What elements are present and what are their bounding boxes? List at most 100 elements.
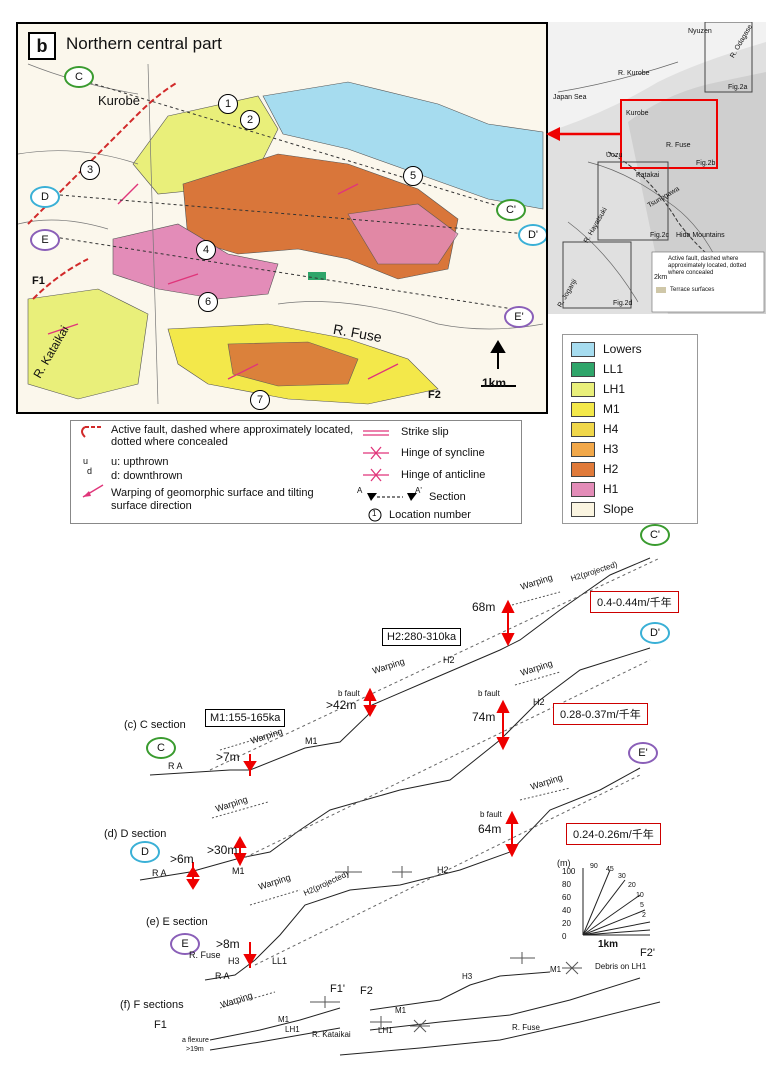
legend-label: H2 (603, 462, 619, 476)
inset-katakai: Katakai (636, 172, 660, 179)
f1-start-label: F1 (154, 1019, 167, 1031)
e-start-label: E (170, 933, 200, 955)
scale-box (582, 868, 651, 936)
scale-ytick: 0 (562, 932, 567, 941)
legend-item-ll1: LL1 (571, 359, 689, 379)
c-age-box2: M1:155-165ka (205, 709, 286, 727)
scale-angle-label: 20 (628, 882, 636, 889)
legend-warping: Warping of geomorphic surface and tiltin… (111, 487, 314, 512)
inset-japan-sea: Japan Sea (553, 94, 587, 101)
inset-map: Nyuzen R. Odagase R. Kurobe Japan Sea Ku… (548, 22, 766, 314)
d-offset-74m: 74m (472, 710, 496, 724)
legend-label: Slope (603, 502, 634, 516)
c-offset-7m: >7m (216, 750, 240, 764)
map-end-f1: F1 (32, 275, 45, 287)
c-label-h2: H2 (443, 655, 455, 665)
location-6: 6 (198, 292, 218, 312)
profile-d-projection (239, 659, 651, 861)
legend-swatch (571, 421, 595, 437)
inset-frame-2d (562, 241, 632, 309)
f-label-h3: H3 (462, 972, 473, 981)
location-1: 1 (218, 94, 238, 114)
location-5: 5 (403, 166, 423, 186)
legend-item-h3: H3 (571, 439, 689, 459)
scale-ytick: 40 (562, 906, 571, 915)
inset-kurobe: Kurobe (626, 110, 649, 117)
map-end-f2: F2 (428, 389, 441, 401)
d-offset-6m: >6m (170, 852, 194, 866)
inset-scale: 2km (654, 274, 668, 281)
c-start-label: C (146, 737, 176, 759)
legend-section-a2: A' (415, 486, 422, 495)
f-label-lh1-a: LH1 (285, 1025, 300, 1034)
inset-fuse: R. Fuse (666, 142, 691, 149)
f-label-debris: Debris on LH1 (595, 962, 647, 971)
map-end-d: D (30, 186, 60, 208)
inset-frame-2b (620, 99, 718, 169)
e-section-name: (e) E section (146, 916, 208, 928)
north-arrow-icon (481, 340, 516, 387)
f-label-m1-c: M1 (550, 965, 562, 974)
scale-angle-label: 10 (636, 892, 644, 899)
f1-end-label: F1' (330, 983, 345, 995)
legend-down-sym: d (87, 466, 93, 476)
legend-item-h2: H2 (571, 459, 689, 479)
legend-section-a: A (357, 486, 363, 495)
h1-east (347, 203, 459, 265)
legend-down: d: downthrown (111, 470, 183, 482)
legend-up: u: upthrown (111, 456, 169, 468)
d-label-h2: H2 (533, 697, 545, 707)
f-section-name: (f) F sections (120, 999, 184, 1011)
legend-swatch (571, 361, 595, 377)
legend-swatch (571, 341, 595, 357)
scale-unit: (m) (557, 858, 571, 868)
d-rate-box: 0.28-0.37m/千年 (553, 703, 648, 725)
legend-label: LH1 (603, 382, 626, 396)
c-rate-box: 0.4-0.44m/千年 (590, 591, 679, 613)
c-offset-42m: >42m (326, 698, 357, 712)
f-label-lh1-b: LH1 (378, 1026, 393, 1035)
scale-ytick: 100 (562, 867, 576, 876)
scale-angle-label: 45 (606, 866, 614, 873)
legend-swatch (571, 461, 595, 477)
e-offset-8m: >8m (216, 937, 240, 951)
h2-south (227, 341, 359, 387)
e-label-fuse: R. Fuse (189, 950, 221, 960)
scale-angle-label: 2 (642, 912, 646, 919)
scale-xlabel: 1km (598, 939, 619, 950)
map-panel: b Northern central part Kurobe R. Fuse R… (16, 22, 548, 414)
inset-frame-2a (704, 22, 753, 93)
location-7: 7 (250, 390, 270, 410)
legend-item-h4: H4 (571, 419, 689, 439)
e-rate-box: 0.24-0.26m/千年 (566, 823, 661, 845)
f-label-m1-b: M1 (395, 1006, 407, 1015)
d-label-m1: M1 (232, 866, 245, 876)
d-label-fault: b fault (478, 689, 500, 698)
inset-fig-2c: Fig.2c (650, 232, 670, 239)
map-scale: 1km (482, 376, 507, 390)
legend-label: H3 (603, 442, 619, 456)
legend-label: H4 (603, 422, 619, 436)
e-offset-64m: 64m (478, 822, 502, 836)
legend-item-h1: H1 (571, 479, 689, 499)
location-3: 3 (80, 160, 100, 180)
legend-item-lowers: Lowers (571, 339, 689, 359)
ll1-patch (308, 272, 326, 280)
d-end-label: D' (640, 622, 670, 644)
inset-legend-terrace: Terrace surfaces (670, 287, 715, 293)
legend-label: Lowers (603, 342, 642, 356)
inset-nyuzen: Nyuzen (688, 28, 712, 35)
inset-frame-2c (597, 161, 669, 241)
inset-fig-2d: Fig.2d (613, 300, 633, 307)
f-label-kataikai: R. Kataikai (312, 1030, 351, 1039)
legend-swatch (571, 481, 595, 497)
symbol-legend: Active fault, dashed where approximately… (70, 420, 522, 524)
legend-location-sym: 1 (372, 509, 377, 518)
legend-strike: Strike slip (401, 426, 449, 438)
map-drawing (18, 63, 544, 405)
c-label-m1: M1 (305, 736, 318, 746)
inset-mountains: Hida Mountains (676, 232, 725, 239)
c-label-fault: b fault (338, 689, 360, 698)
lowers-area (262, 81, 544, 210)
